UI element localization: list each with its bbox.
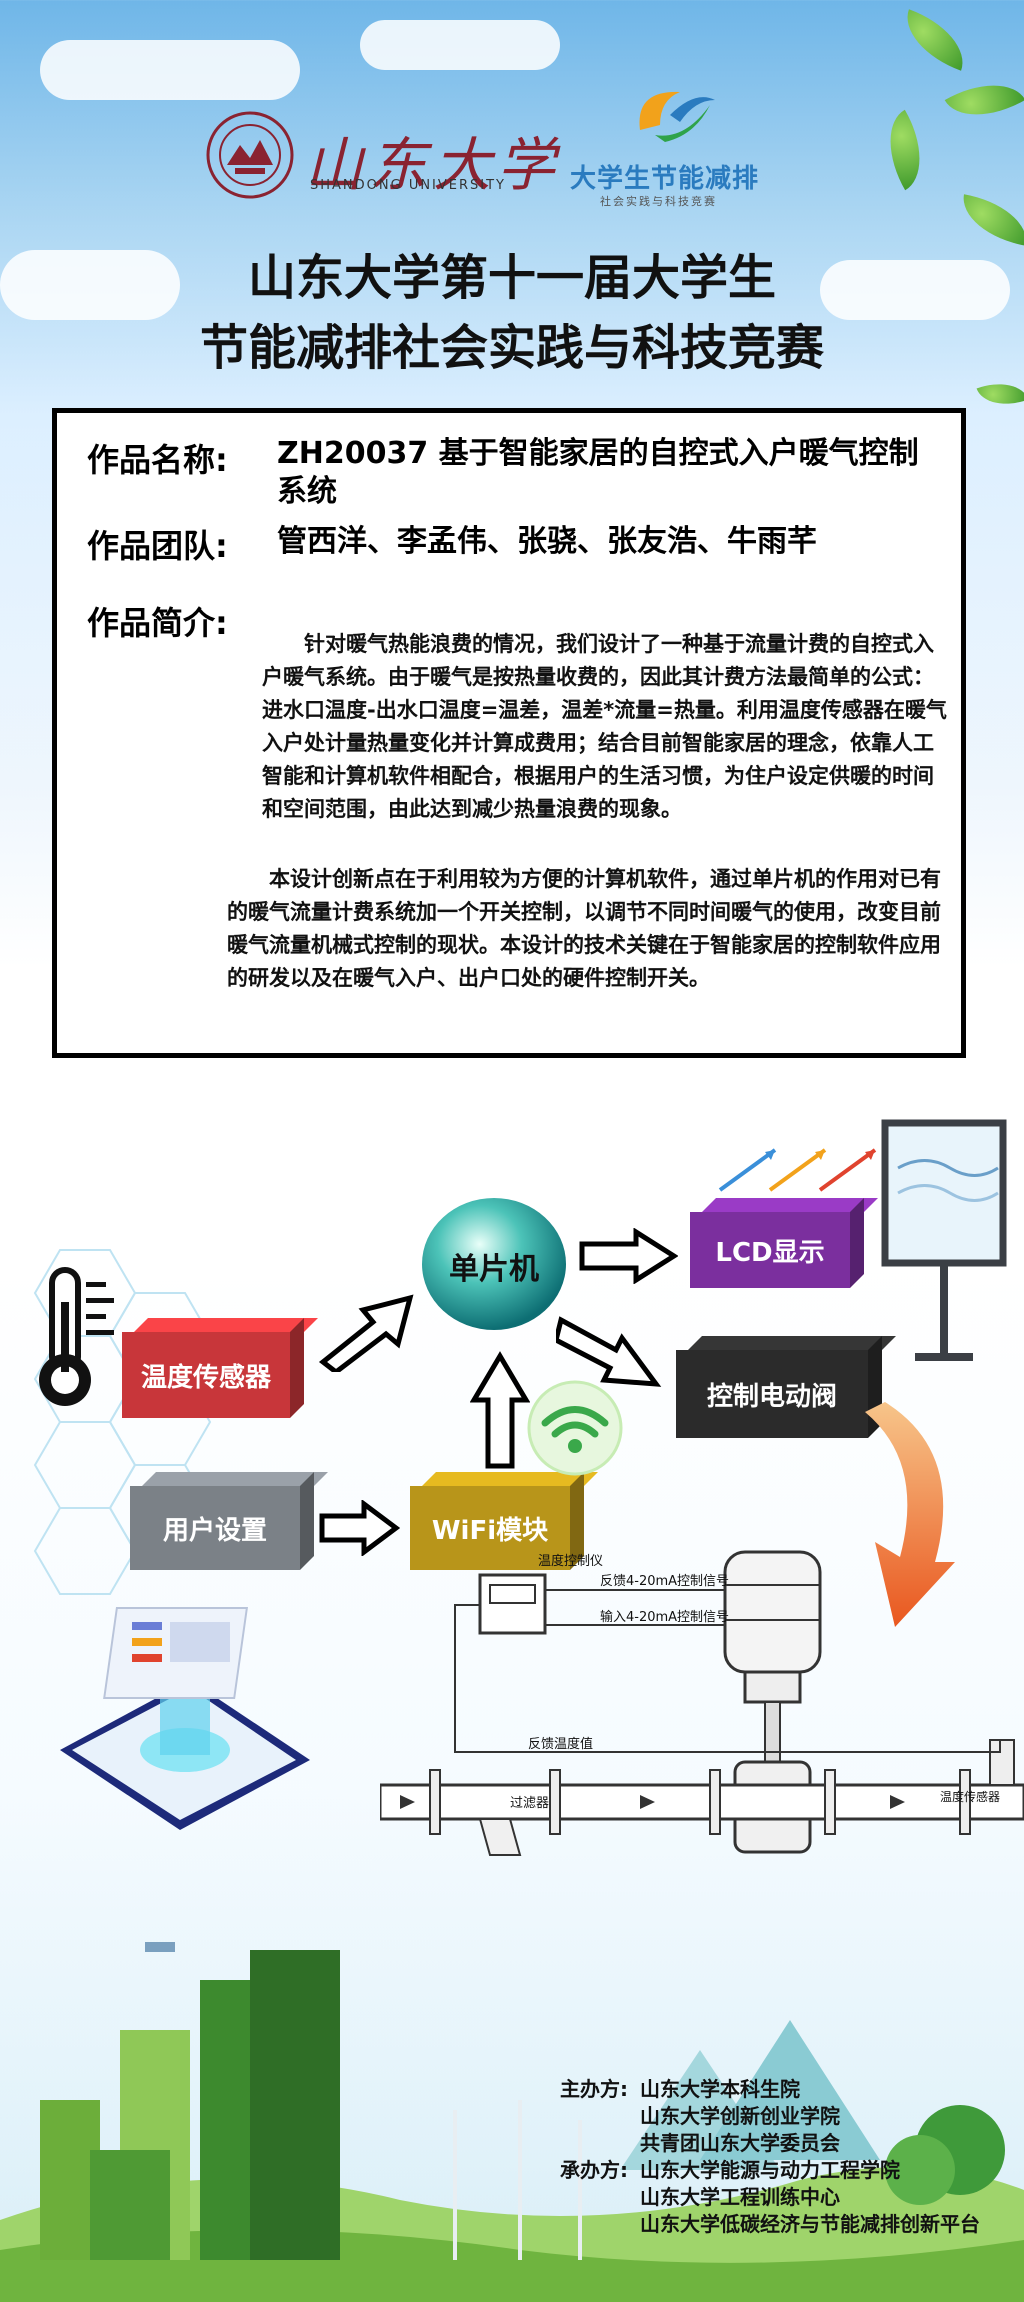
arrow-sensor-to-mcu xyxy=(318,1294,414,1372)
lcd-display-label: LCD显示 xyxy=(715,1237,825,1268)
sponsor-organizer-3: 山东大学低碳经济与节能减排创新平台 xyxy=(640,2212,980,2236)
cloud xyxy=(40,40,300,100)
display-monitor-icon xyxy=(881,1119,1007,1361)
lcd-display-box: LCD显示 xyxy=(690,1212,850,1288)
thermometer-icon xyxy=(39,1267,114,1406)
sponsor-organizer-1: 山东大学能源与动力工程学院 xyxy=(640,2158,900,2182)
smartphone-icon xyxy=(60,1607,310,1830)
schematic-input-signal-label: 输入4-20mA控制信号 xyxy=(600,1610,730,1625)
page-title-line2: 节能减排社会实践与科技竞赛 xyxy=(199,320,824,376)
sponsor-host-1: 山东大学本科生院 xyxy=(640,2077,800,2101)
wifi-module-label: WiFi模块 xyxy=(431,1515,549,1546)
user-settings-label: 用户设置 xyxy=(162,1515,267,1546)
schematic-controller-label: 温度控制仪 xyxy=(538,1554,604,1569)
valve-schematic xyxy=(380,1550,1024,1856)
temp-sensor-box: 温度传感器 xyxy=(122,1332,290,1418)
project-team-label: 作品团队: xyxy=(87,527,228,565)
contest-logo-icon xyxy=(639,91,715,142)
sponsor-host-2: 山东大学创新创业学院 xyxy=(640,2104,840,2128)
curved-arrow-to-valve xyxy=(865,1402,955,1627)
project-info-box: 作品名称: ZH20037 基于智能家居的自控式入户暖气控制系统 作品团队: 管… xyxy=(52,408,966,1058)
schematic-filter-label: 过滤器 xyxy=(510,1796,550,1811)
project-team-value: 管西洋、李孟伟、张骁、张友浩、牛雨芊 xyxy=(277,524,817,559)
cloud xyxy=(0,250,180,320)
temp-sensor-label: 温度传感器 xyxy=(140,1362,271,1393)
schematic-feedback-temp-label: 反馈温度值 xyxy=(528,1737,594,1752)
schematic-feedback-signal-label: 反馈4-20mA控制信号 xyxy=(600,1574,730,1589)
project-name-label: 作品名称: xyxy=(87,441,228,479)
project-intro-paragraph-2: 本设计创新点在于利用较为方便的计算机软件，通过单片机的作用对已有的暖气流量计费系… xyxy=(227,867,941,990)
arrow-wifi-to-mcu xyxy=(470,1351,530,1469)
sponsor-organizer-2: 山东大学工程训练中心 xyxy=(640,2185,840,2209)
arrow-mcu-to-valve xyxy=(556,1316,662,1387)
leaf-decoration xyxy=(895,9,975,71)
valve-label: 控制电动阀 xyxy=(706,1381,837,1412)
arrow-user-to-wifi xyxy=(319,1500,400,1556)
university-name: 山东大学 xyxy=(305,131,562,199)
sponsor-host-label: 主办方: xyxy=(560,2077,628,2101)
user-settings-box: 用户设置 xyxy=(130,1486,300,1570)
cloud xyxy=(360,20,560,70)
leaf-decoration xyxy=(976,373,1024,415)
project-name-value: ZH20037 基于智能家居的自控式入户暖气控制系统 xyxy=(277,436,919,509)
university-name-en: SHANDONG UNIVERSITY xyxy=(310,178,506,193)
wifi-module-box: WiFi模块 xyxy=(410,1486,570,1570)
valve-box: 控制电动阀 xyxy=(676,1350,868,1438)
signal-arrows xyxy=(718,1148,877,1192)
schematic-sensor-label: 温度传感器 xyxy=(940,1790,1001,1804)
leaf-decoration xyxy=(944,65,1024,135)
project-intro-label: 作品简介: xyxy=(87,604,228,642)
project-intro-paragraph-1: 针对暖气热能浪费的情况，我们设计了一种基于流量计费的自控式入户暖气系统。由于暖气… xyxy=(262,632,947,821)
contest-logo-name: 大学生节能减排 xyxy=(570,164,760,194)
wifi-icon xyxy=(527,1380,623,1476)
sponsor-host-3: 共青团山东大学委员会 xyxy=(640,2131,840,2155)
sponsor-organizer-label: 承办方: xyxy=(560,2158,628,2182)
mcu-label: 单片机 xyxy=(449,1252,539,1287)
leaf-decoration xyxy=(870,109,940,191)
arrow-mcu-to-lcd xyxy=(579,1228,678,1284)
mcu-sphere xyxy=(422,1198,566,1330)
page-title-line1: 山东大学第十一届大学生 xyxy=(247,250,776,306)
university-seal-icon xyxy=(206,111,294,199)
cloud xyxy=(820,260,1010,320)
city-skyline-illustration xyxy=(0,1942,1024,2302)
contest-logo-subtitle: 社会实践与科技竞赛 xyxy=(600,195,717,208)
